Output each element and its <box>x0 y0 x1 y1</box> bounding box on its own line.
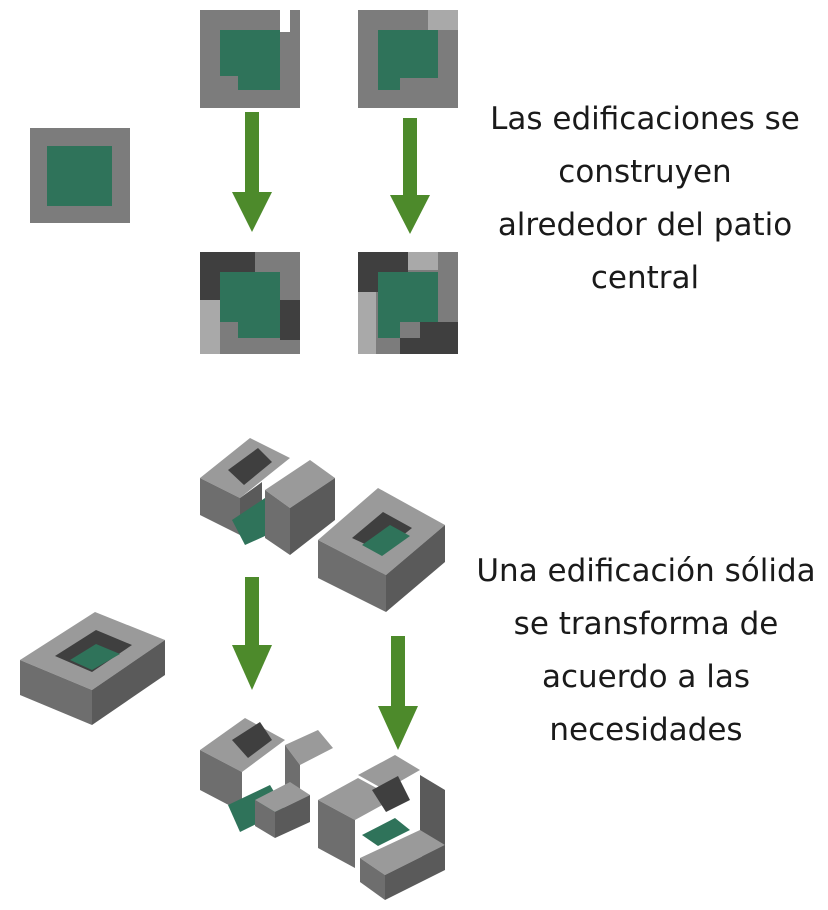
arrow-plan-a <box>232 112 272 232</box>
caption-bottom-line-1: Una edificación sólida <box>476 553 816 589</box>
caption-top-line-2: construyen <box>558 154 732 190</box>
iso-b-initial <box>318 488 445 612</box>
plan-b-transformed <box>358 252 458 354</box>
iso-b-transformed <box>318 755 445 900</box>
iso-a-initial <box>200 438 335 555</box>
plan-solid-building <box>30 128 130 223</box>
caption-top-line-4: central <box>590 260 700 296</box>
caption-building-transformation: Una edificación sólida se transforma de … <box>446 545 828 757</box>
iso-a-transformed <box>200 718 333 838</box>
caption-top-line-3: alrededor del patio <box>497 207 793 243</box>
caption-courtyard-construction: Las edificaciones se construyen alrededo… <box>455 93 828 305</box>
arrow-plan-b <box>390 118 430 234</box>
caption-top-line-1: Las edificaciones se <box>490 101 800 137</box>
plan-a-transformed <box>200 252 300 354</box>
arrow-iso-a <box>232 577 272 690</box>
arrow-iso-b <box>378 636 418 750</box>
plan-a-initial <box>200 10 300 108</box>
caption-bottom-line-3: acuerdo a las <box>541 659 751 695</box>
caption-bottom-line-2: se transforma de <box>513 606 779 642</box>
iso-solid-building <box>20 612 165 725</box>
plan-b-initial <box>358 10 458 108</box>
caption-bottom-line-4: necesidades <box>549 712 743 748</box>
